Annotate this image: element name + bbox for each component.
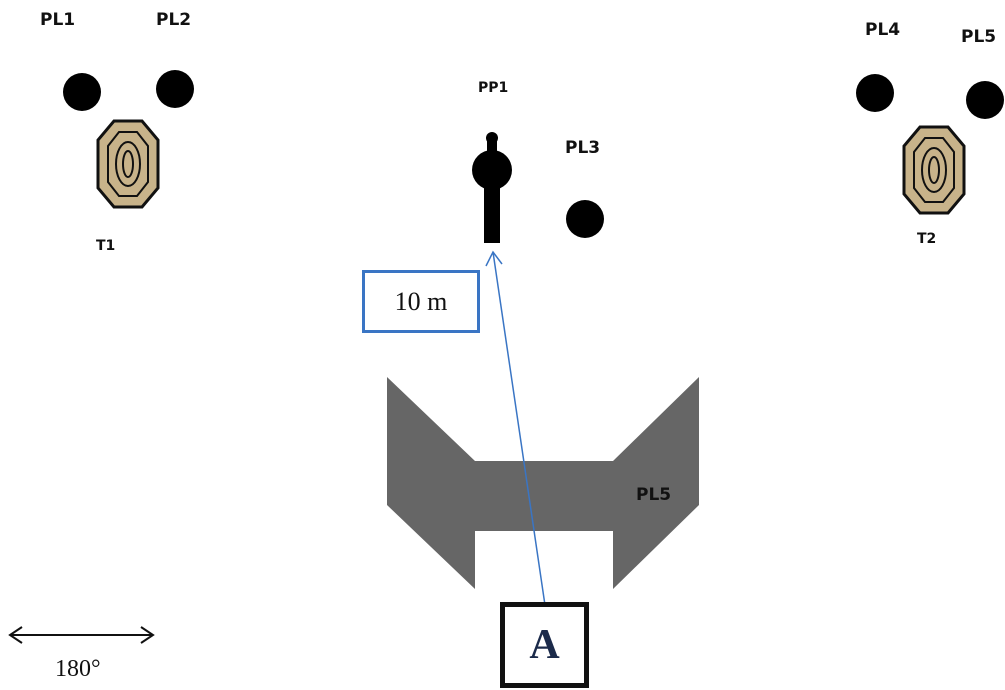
label-t1: T1 xyxy=(96,238,116,254)
pole-pl3-icon xyxy=(566,200,604,238)
target-t2-icon xyxy=(902,125,966,215)
label-pl4: PL4 xyxy=(865,20,901,40)
start-position-label: A xyxy=(529,622,560,668)
distance-label: 10 m xyxy=(394,286,448,316)
start-position-box: A xyxy=(500,602,589,688)
angle-label: 180° xyxy=(55,656,101,682)
label-pp1: PP1 xyxy=(478,80,509,96)
label-pl1: PL1 xyxy=(40,10,76,30)
label-t2: T2 xyxy=(917,231,937,247)
barricade-shape xyxy=(387,377,699,589)
label-pl2: PL2 xyxy=(156,10,192,30)
target-t1-icon xyxy=(96,119,160,209)
label-pl5-barricade: PL5 xyxy=(636,485,672,505)
distance-box: 10 m xyxy=(362,270,480,333)
pole-pl2-icon xyxy=(156,70,194,108)
pole-pl4-icon xyxy=(856,74,894,112)
pole-pl5-icon xyxy=(966,81,1004,119)
double-arrow-icon xyxy=(8,626,155,644)
label-pl3: PL3 xyxy=(565,138,601,158)
popper-pp1-icon xyxy=(472,132,512,243)
label-pl5-top: PL5 xyxy=(961,27,997,47)
pole-pl1-icon xyxy=(63,73,101,111)
distance-arrow xyxy=(485,250,547,613)
